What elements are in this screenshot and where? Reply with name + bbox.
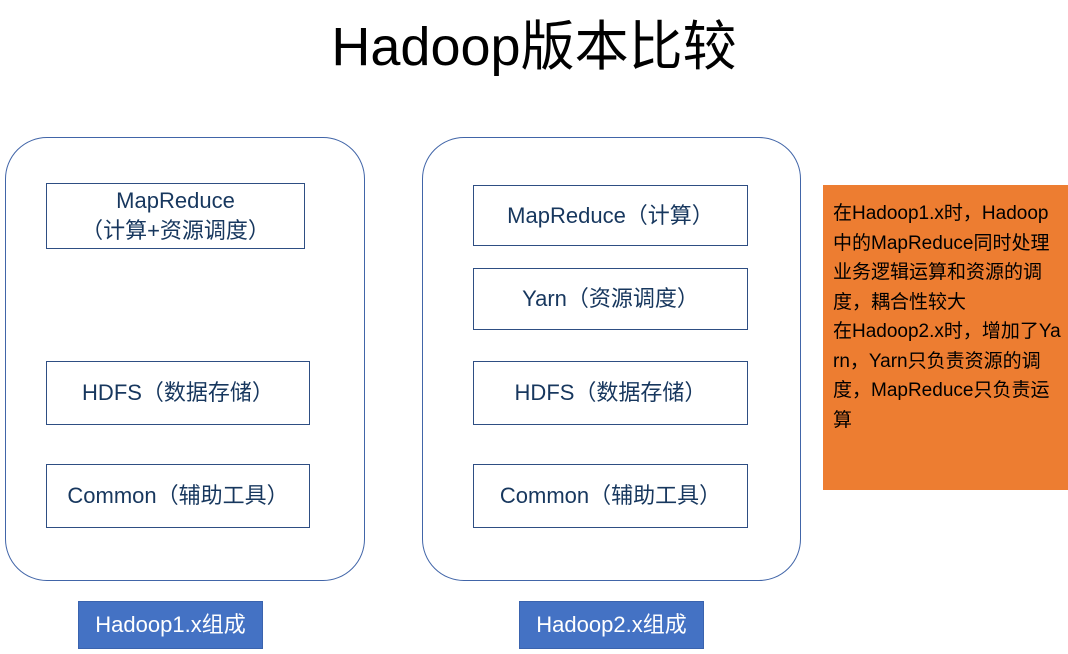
note-paragraph-2: 在Hadoop2.x时，增加了Yarn，Yarn只负责资源的调度，MapRedu… <box>833 321 1061 431</box>
box-hadoop2-mapreduce[interactable]: MapReduce（计算） <box>473 185 748 246</box>
box-label-line2: （计算+资源调度） <box>81 218 270 243</box>
box-hadoop2-hdfs[interactable]: HDFS（数据存储） <box>473 361 748 425</box>
box-label-line1: Common（辅助工具） <box>67 483 289 508</box>
box-label-line1: Common（辅助工具） <box>499 483 722 508</box>
note-paragraph-1: 在Hadoop1.x时，Hadoop中的MapReduce同时处理业务逻辑运算和… <box>833 203 1050 313</box>
box-label-line1: HDFS（数据存储） <box>82 380 274 405</box>
note-panel: 在Hadoop1.x时，Hadoop中的MapReduce同时处理业务逻辑运算和… <box>823 185 1068 490</box>
box-hadoop1-hdfs[interactable]: HDFS（数据存储） <box>46 361 310 425</box>
caption-hadoop1[interactable]: Hadoop1.x组成 <box>78 601 263 649</box>
caption-hadoop2[interactable]: Hadoop2.x组成 <box>519 601 704 649</box>
page-title: Hadoop版本比较 <box>331 17 737 77</box>
box-label-line1: MapReduce（计算） <box>507 202 714 228</box>
group-container-hadoop2 <box>422 137 801 581</box>
box-hadoop1-common[interactable]: Common（辅助工具） <box>46 464 310 528</box>
box-label-line1: HDFS（数据存储） <box>514 380 707 405</box>
box-hadoop1-mapreduce[interactable]: MapReduce （计算+资源调度） <box>46 183 305 249</box>
box-hadoop2-yarn[interactable]: Yarn（资源调度） <box>473 268 748 330</box>
box-label-line1: Yarn（资源调度） <box>522 286 699 311</box>
box-hadoop2-common[interactable]: Common（辅助工具） <box>473 464 748 528</box>
group-container-hadoop1 <box>5 137 365 581</box>
box-label-line1: MapReduce <box>116 188 235 213</box>
